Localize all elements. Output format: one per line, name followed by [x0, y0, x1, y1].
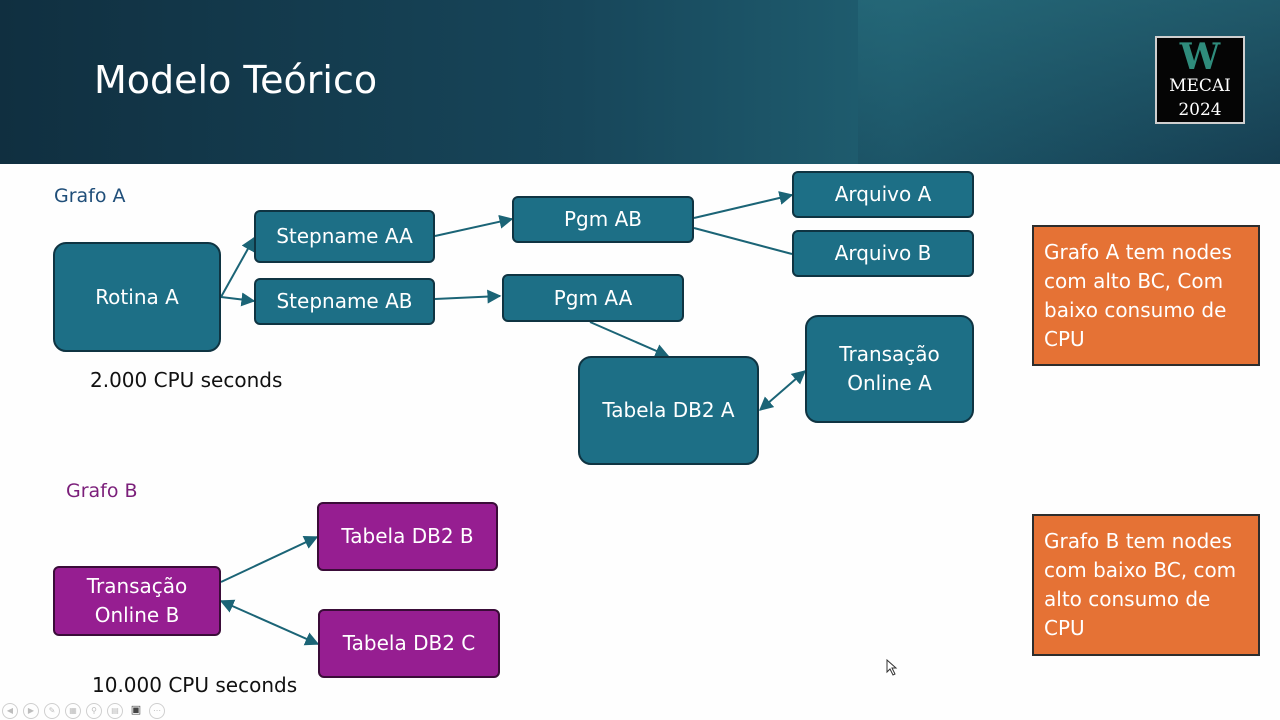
node-tabela-db2-b: Tabela DB2 B: [317, 502, 498, 571]
node-transacao-online-b: Transação Online B: [53, 566, 221, 636]
node-rotina-a: Rotina A: [53, 242, 221, 352]
node-tabela-db2-c: Tabela DB2 C: [318, 609, 500, 678]
camera-icon[interactable]: ▣: [130, 703, 142, 716]
presentation-toolbar: ◀ ▶ ✎ ▦ ⚲ ▤ ▣ ⋯: [2, 703, 165, 719]
more-icon[interactable]: ⋯: [149, 703, 165, 719]
next-icon[interactable]: ▶: [23, 703, 39, 719]
callout-graph-b: Grafo B tem nodes com baixo BC, com alto…: [1032, 514, 1260, 656]
logo-year: 2024: [1178, 100, 1222, 120]
logo-letter: W: [1179, 36, 1221, 78]
edge-pgm-ab-to-arquivo-a: [693, 191, 794, 219]
node-arquivo-a: Arquivo A: [792, 171, 974, 218]
pen-icon[interactable]: ✎: [44, 703, 60, 719]
node-pgm-ab: Pgm AB: [512, 196, 694, 243]
slide-title: Modelo Teórico: [94, 58, 378, 102]
mecai-logo: W MECAI 2024: [1155, 36, 1245, 124]
edge-rotina-a-to-stepname-aa: [220, 236, 255, 298]
node-pgm-aa: Pgm AA: [502, 274, 684, 322]
edge-transacao-online-b-to-tabela-db2-b: [220, 536, 319, 583]
zoom-icon[interactable]: ⚲: [86, 703, 102, 719]
edge-tabela-db2-a-to-transacao-online-a: [758, 370, 807, 411]
prev-icon[interactable]: ◀: [2, 703, 18, 719]
edge-pgm-aa-to-tabela-db2-a: [589, 321, 670, 358]
node-stepname-ab: Stepname AB: [254, 278, 435, 325]
graph-b-cpu-label: 10.000 CPU seconds: [92, 673, 298, 697]
graph-b-label: Grafo B: [66, 480, 138, 502]
edge-transacao-online-b-to-tabela-db2-c: [219, 599, 320, 646]
node-tabela-db2-a: Tabela DB2 A: [578, 356, 759, 465]
node-arquivo-b: Arquivo B: [792, 230, 974, 277]
graph-a-cpu-label: 2.000 CPU seconds: [90, 368, 283, 392]
callout-graph-a: Grafo A tem nodes com alto BC, Com baixo…: [1032, 225, 1260, 366]
graph-a-label: Grafo A: [54, 185, 126, 207]
subtitles-icon[interactable]: ▤: [107, 703, 123, 719]
edge-stepname-aa-to-pgm-ab: [434, 214, 514, 237]
slides-icon[interactable]: ▦: [65, 703, 81, 719]
logo-name: MECAI: [1169, 76, 1231, 96]
node-transacao-online-a: Transação Online A: [805, 315, 974, 423]
edge-rotina-a-to-stepname-ab: [220, 292, 256, 307]
edge-stepname-ab-to-pgm-aa: [434, 289, 502, 304]
node-stepname-aa: Stepname AA: [254, 210, 435, 263]
mouse-cursor-icon: [886, 659, 898, 676]
edge-pgm-ab-to-arquivo-b: [693, 227, 793, 255]
